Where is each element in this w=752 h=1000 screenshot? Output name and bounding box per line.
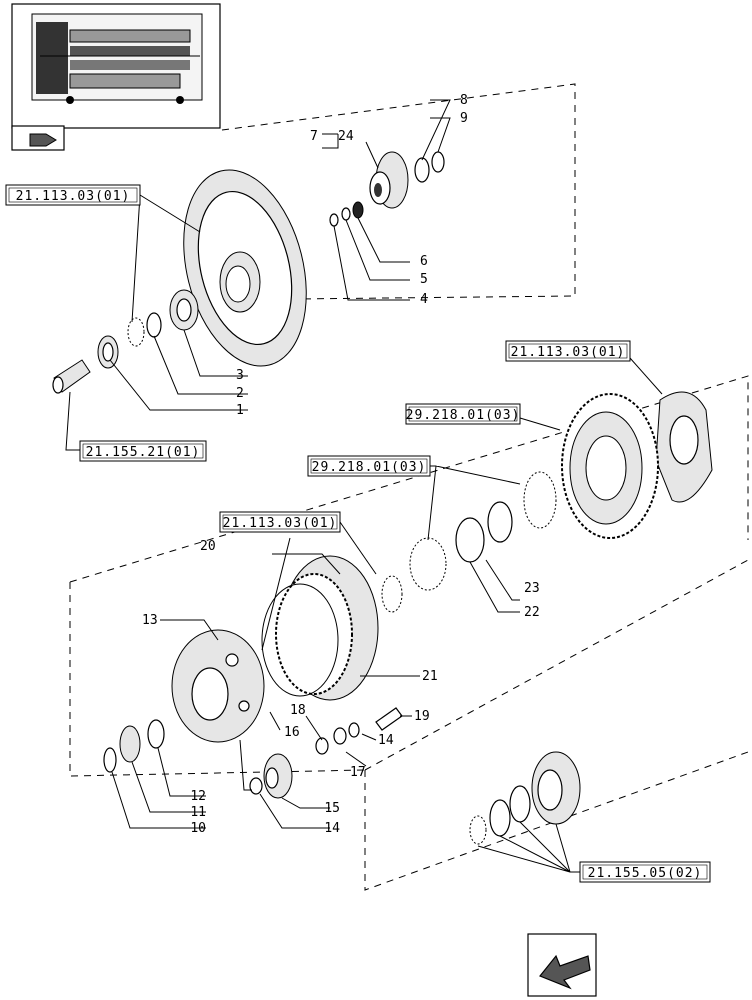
item-number: 21 [422, 669, 438, 684]
item-number: 15 [324, 801, 340, 816]
ref-label: 21.113.03(01) [223, 516, 338, 531]
item-number: 1 [236, 403, 244, 418]
bearing-3 [169, 289, 199, 331]
item-number: 23 [524, 581, 540, 596]
bearing-6 [352, 201, 364, 219]
ref-box-29-218-01-a[interactable]: 29.218.01(03) [405, 403, 521, 425]
ring-lower-2 [489, 799, 511, 837]
item-numbers: 1 2 3 4 5 6 7 8 9 10 11 12 13 14 14 15 1… [142, 93, 540, 836]
clutch-disc-right [523, 471, 557, 529]
planet-gear-15 [263, 753, 293, 799]
housing-cover [183, 169, 307, 367]
bearing-17 [333, 727, 347, 745]
ring-4 [329, 213, 339, 227]
bearing-18 [315, 737, 329, 755]
ref-box-21-113-03-a[interactable]: 21.113.03(01) [5, 184, 141, 206]
item-number: 2 [236, 386, 244, 401]
ring-lower-1 [509, 785, 531, 823]
item-number: 13 [142, 613, 158, 628]
pin-19 [375, 707, 403, 731]
ring-gear-large [561, 393, 659, 539]
item-number: 8 [460, 93, 468, 108]
washer-14-right [348, 722, 360, 738]
ring-12 [147, 719, 165, 749]
snap-ring-22 [455, 517, 485, 563]
ref-box-21-113-03-c[interactable]: 21.113.03(01) [219, 511, 341, 533]
ref-label: 21.113.03(01) [511, 345, 626, 360]
gear-11 [119, 725, 141, 763]
ref-label: 29.218.01(03) [406, 408, 521, 423]
item-number: 4 [420, 292, 428, 307]
washer-14-left [249, 777, 263, 795]
leader-lines [65, 99, 663, 873]
book-arrow-icon [29, 133, 57, 147]
ref-box-21-155-05[interactable]: 21.155.05(02) [579, 861, 711, 883]
item-number: 18 [290, 703, 306, 718]
item-number: 6 [420, 254, 428, 269]
ref-label: 21.155.05(02) [588, 866, 703, 881]
item-number: 14 [324, 821, 340, 836]
ring-1 [97, 335, 119, 369]
ref-label: 29.218.01(03) [312, 460, 427, 475]
ref-label: 21.155.21(01) [86, 445, 201, 460]
item-number: 5 [420, 272, 428, 287]
item-number: 9 [460, 111, 468, 126]
clutch-disc-left [409, 537, 447, 591]
splined-shaft [52, 359, 91, 394]
item-number: 7 [310, 129, 318, 144]
item-number: 19 [414, 709, 430, 724]
item-number: 22 [524, 605, 540, 620]
previous-page-button[interactable] [527, 933, 597, 997]
ring-5 [341, 207, 351, 221]
washer-8 [414, 157, 430, 183]
item-number: 11 [190, 805, 206, 820]
transmission-thumbnail[interactable] [11, 3, 221, 151]
ring-gear-21 [261, 555, 379, 701]
planet-carrier-13 [171, 629, 265, 743]
item-number: 14 [378, 733, 394, 748]
item-number: 17 [350, 765, 366, 780]
ref-box-21-155-21[interactable]: 21.155.21(01) [79, 440, 207, 462]
snap-ring-23 [487, 501, 513, 543]
group-outline-lower [364, 559, 749, 891]
ref-box-21-113-03-b[interactable]: 21.113.03(01) [505, 340, 631, 362]
item-number: 20 [200, 539, 216, 554]
ref-label: 21.113.03(01) [16, 189, 131, 204]
item-number: 3 [236, 368, 244, 383]
item-number: 16 [284, 725, 300, 740]
item-number: 10 [190, 821, 206, 836]
ring-lower-3 [469, 815, 487, 845]
ring-10 [103, 747, 117, 773]
snap-ring-2 [146, 312, 162, 338]
ring-9 [431, 151, 445, 173]
gear-24 [369, 151, 409, 209]
shim-upper [127, 317, 145, 347]
group-outline-upper [199, 83, 576, 301]
ref-box-29-218-01-b[interactable]: 29.218.01(03) [307, 455, 431, 477]
item-number: 12 [190, 789, 206, 804]
housing-right [655, 391, 713, 503]
previous-page-arrow-icon [539, 954, 591, 990]
ring-small [381, 575, 403, 613]
item-number: 24 [338, 129, 354, 144]
transmission-image [31, 13, 203, 104]
bearing-lower [531, 751, 581, 825]
